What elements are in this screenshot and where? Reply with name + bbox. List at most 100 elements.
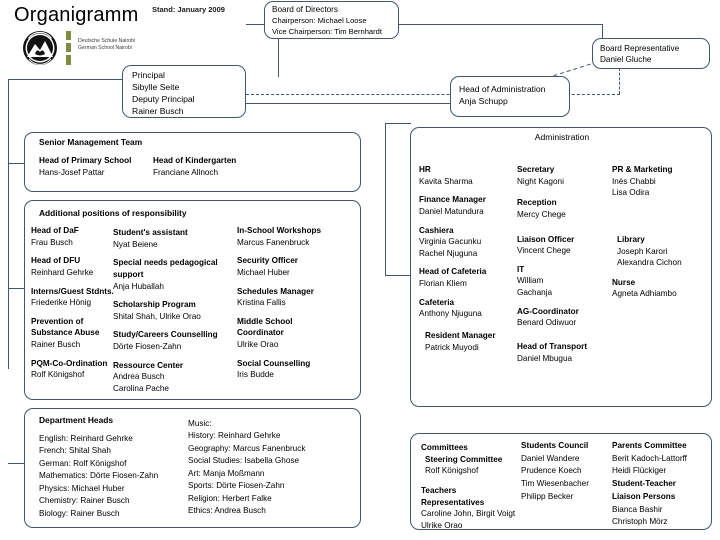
adm1-role-1: Finance Manager xyxy=(419,195,486,205)
senior-management-column-2: Head of Kindergarten Franciane Allnoch xyxy=(153,155,236,178)
dh2-5: Religion: Herbert Falke xyxy=(188,493,272,503)
administration-column-2: Secretary Night Kagoni Reception Mercy C… xyxy=(517,164,609,371)
dh1-2: German: Rolf Königshof xyxy=(39,458,127,468)
connector-dashed-principal-to-admin xyxy=(246,94,620,95)
adm3-name-0: Inès Chabbi xyxy=(612,176,656,186)
connector-principal-right xyxy=(246,103,460,104)
ap2-name-2: Shital Shah, Ulrike Orao xyxy=(113,311,201,321)
com2-2: Tim Wiesenbacher xyxy=(521,479,589,489)
ap3-name-1: Michael Huber xyxy=(237,267,290,277)
adm1-name-4: Anthony Njuguna xyxy=(419,309,482,319)
ap2-name-1: Anja Huballah xyxy=(113,281,164,291)
com3-0: Berit Kadoch-Lattorff xyxy=(612,453,687,463)
adm3-role-2: Nurse xyxy=(612,277,636,287)
adm1-name-3: Florian Kliem xyxy=(419,279,467,289)
dh1-4: Physics: Michael Huber xyxy=(39,483,125,493)
com3-5: Christoph Mörz xyxy=(612,517,668,527)
node-board-representative[interactable]: Board Representative Daniel Gluche xyxy=(592,38,710,69)
ap3-role-4: Social Counselling xyxy=(237,358,311,368)
principal-role: Principal xyxy=(132,70,165,80)
panel-committees[interactable]: Committees Steering Committee Rolf König… xyxy=(410,433,712,530)
connector-diagonal-boardrep xyxy=(540,58,610,80)
adm2-name-2: Vincent Chege xyxy=(517,246,571,256)
board-representative-name: Daniel Gluche xyxy=(600,55,652,64)
connector-board-rep-drop xyxy=(602,24,603,38)
adm2-name-4: Benard Odiwuor xyxy=(517,318,577,328)
senior-management-column-1: Head of Primary School Hans-Josef Pattar xyxy=(39,155,131,178)
committees-heading: Committees xyxy=(421,443,468,452)
ap1-role-4: PQM-Co-Ordination xyxy=(31,358,108,368)
connector-bod-to-principal xyxy=(278,38,279,77)
ap1-name-2: Friederike Hönig xyxy=(31,298,92,308)
dh2-1: Geography: Marcus Fanenbruck xyxy=(188,443,306,453)
adm2-name-3b: Gachanja xyxy=(517,288,553,298)
connector-right-trunk xyxy=(385,123,386,275)
connector-to-additional-positions xyxy=(8,288,24,289)
department-heads-heading: Department Heads xyxy=(39,415,114,425)
ap3-name-3: Ulrike Orao xyxy=(237,340,279,350)
ap1-name-0: Frau Busch xyxy=(31,237,73,247)
board-of-directors-title: Board of Directors xyxy=(272,5,338,14)
panel-senior-management-team[interactable]: Senior Management Team Head of Primary S… xyxy=(24,132,361,192)
ap2-role-1b: support xyxy=(113,269,144,279)
dh2-heading: Music: xyxy=(188,419,212,428)
adm3-name-2: Agneta Adhiambo xyxy=(612,289,677,299)
connector-admin-top xyxy=(385,123,411,124)
ap3-role-2: Schedules Manager xyxy=(237,286,314,296)
adm1-role-4: Cafeteria xyxy=(419,297,455,307)
ap1-name-3: Rainer Busch xyxy=(31,340,81,350)
node-board-of-directors[interactable]: Board of Directors Chairperson: Michael … xyxy=(264,1,399,39)
logo-line-2: German School Nairobi xyxy=(78,45,132,51)
ap3-name-0: Marcus Fanenbruck xyxy=(237,237,310,247)
department-heads-column-2: Music: History: Reinhard Gehrke Geograph… xyxy=(188,418,358,518)
additional-positions-heading: Additional positions of responsibility xyxy=(39,208,187,218)
dh1-6: Biology: Rainer Busch xyxy=(39,508,120,518)
dh1-1: French: Shital Shah xyxy=(39,446,111,456)
connector-admin-bottom xyxy=(385,275,411,276)
adm3-name-1: Joseph Karori xyxy=(617,246,668,256)
adm3-role-0: PR & Marketing xyxy=(612,165,673,174)
panel-additional-positions[interactable]: Additional positions of responsibility H… xyxy=(24,200,361,400)
adm1-name-0: Kavita Sharma xyxy=(419,176,473,186)
panel-administration[interactable]: Administration HR Kavita Sharma Finance … xyxy=(410,127,712,407)
ap3-name-2: Kristina Fallis xyxy=(237,298,286,308)
dh2-6: Ethics: Andrea Busch xyxy=(188,506,266,516)
board-of-directors-chair: Chairperson: Michael Loose xyxy=(272,16,367,25)
dh1-5: Chemistry: Rainer Busch xyxy=(39,496,130,506)
ap3-role-1: Security Officer xyxy=(237,256,298,266)
sm-name-1: Franciane Allnoch xyxy=(153,167,219,177)
ap1-role-2: Interns/Guest Stdnts. xyxy=(31,286,114,296)
adm1-name-1: Daniel Matundura xyxy=(419,206,484,216)
adm2-role-3: IT xyxy=(517,264,525,274)
administration-heading: Administration xyxy=(534,132,590,142)
department-heads-column-1: English: Reinhard Gehrke French: Shital … xyxy=(39,433,199,520)
sm-role-1: Head of Kindergarten xyxy=(153,156,237,165)
head-of-administration-role: Head of Administration xyxy=(459,84,546,94)
connector-to-senior-mgmt xyxy=(8,163,24,164)
com3-2: Student-Teacher xyxy=(612,479,676,489)
ap2-role-0: Student's assistant xyxy=(113,228,188,237)
deputy-principal-name: Rainer Busch xyxy=(132,106,184,116)
node-head-of-administration[interactable]: Head of Administration Anja Schupp xyxy=(450,76,570,117)
com2-3: Philipp Becker xyxy=(521,491,574,501)
deputy-principal-role: Deputy Principal xyxy=(132,94,195,104)
ap2-name-0: Nyat Beiene xyxy=(113,239,158,249)
head-of-administration-name: Anja Schupp xyxy=(459,96,508,106)
adm1-name-2: Virginia Gacunku xyxy=(419,237,482,247)
node-principal[interactable]: Principal Sibylle Seite Deputy Principal… xyxy=(122,65,246,118)
school-logo: Deutsche Schule Nairobi German School Na… xyxy=(22,30,142,66)
connector-principal-left xyxy=(8,79,124,80)
additional-positions-column-2: Student's assistant Nyat Beiene Special … xyxy=(113,227,237,402)
dh2-4: Sports: Dörte Fiosen-Zahn xyxy=(188,481,285,491)
administration-column-3: PR & Marketing Inès Chabbi Lisa Odira Li… xyxy=(612,164,710,307)
com1-role-1: Teachers xyxy=(421,485,457,495)
ap2-role-3: Study/Careers Counselling xyxy=(113,330,218,340)
committees-column-2: Students Council Daniel Wandere Prudence… xyxy=(521,440,621,504)
ap2-role-2: Scholarship Program xyxy=(113,300,196,310)
panel-department-heads[interactable]: Department Heads English: Reinhard Gehrk… xyxy=(24,408,361,528)
ap1-role-0: Head of DaF xyxy=(31,226,79,235)
connector-bod-to-board-rep xyxy=(399,24,603,25)
date-note: Stand: January 2009 xyxy=(152,5,225,14)
ap1-role-3: Prevention of xyxy=(31,316,84,326)
ap3-name-4: Iris Budde xyxy=(237,370,274,380)
